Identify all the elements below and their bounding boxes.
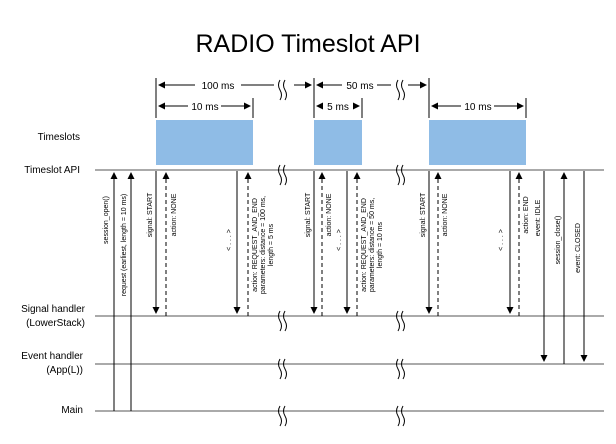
- lane-label-event-handler-sub: (App(L)): [46, 365, 83, 376]
- ellipsis-label-1: < . . . >: [226, 229, 233, 251]
- signal-start-label-2: signal: START: [305, 192, 312, 237]
- lane-label-timeslot-api: Timeslot API: [24, 165, 80, 176]
- time-break-marks: [278, 79, 405, 427]
- event-closed-label: event: CLOSED: [575, 223, 582, 273]
- period-label-1: 100 ms: [202, 81, 235, 92]
- action-none-label-2: action: NONE: [326, 193, 333, 236]
- measurement-guides: [155, 78, 527, 118]
- action-request-end-label-2c: length = 10 ms: [377, 221, 384, 268]
- lane-label-main: Main: [61, 405, 83, 416]
- event-idle-label: event: IDLE: [535, 199, 542, 236]
- session-open-label: session_open(): [103, 196, 110, 244]
- lane-label-event-handler: Event handler: [21, 351, 83, 362]
- session-close-label: session_close(): [555, 216, 562, 265]
- ellipsis-label-2: < . . . >: [336, 229, 343, 251]
- action-none-label-1: action: NONE: [171, 193, 178, 236]
- action-request-end-label-2a: action: REQUEST_AND_END: [361, 198, 368, 292]
- lane-label-signal-handler-sub: (LowerStack): [26, 318, 85, 329]
- lane-label-timeslots: Timeslots: [38, 132, 80, 143]
- action-request-end-label-1b: parameters: distance = 100 ms,: [260, 196, 267, 294]
- ellipsis-label-3: < . . . >: [498, 229, 505, 251]
- action-request-end-label-1a: action: REQUEST_AND_END: [252, 198, 259, 292]
- signal-start-label-3: signal: START: [420, 192, 427, 237]
- action-end-label: action: END: [523, 196, 530, 233]
- timeslot-block-2: [314, 120, 362, 165]
- action-none-label-3: action: NONE: [442, 193, 449, 236]
- timeslot-block-3: [429, 120, 526, 165]
- request-label: request (earliest, length = 10 ms): [121, 194, 128, 297]
- period-label-2: 50 ms: [346, 81, 373, 92]
- length-label-2: 5 ms: [327, 102, 349, 113]
- signal-start-label-1: signal: START: [147, 192, 154, 237]
- diagram-title: RADIO Timeslot API: [195, 30, 420, 58]
- timeslot-block-1: [156, 120, 253, 165]
- action-request-end-label-1c: length = 5 ms: [268, 223, 275, 266]
- lane-label-signal-handler: Signal handler: [21, 304, 86, 315]
- length-label-3: 10 ms: [464, 102, 491, 113]
- length-label-1: 10 ms: [191, 102, 218, 113]
- action-request-end-label-2b: parameters: distance = 50 ms,: [369, 198, 376, 292]
